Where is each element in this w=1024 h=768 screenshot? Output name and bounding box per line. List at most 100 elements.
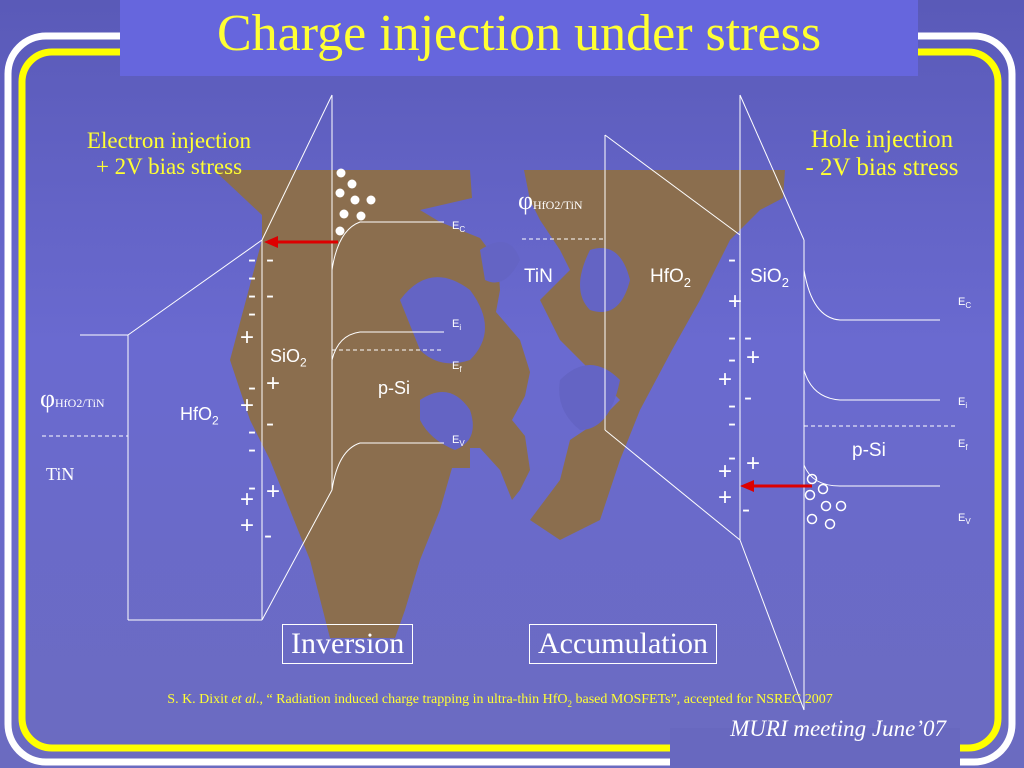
citation-author: S. K. Dixit (167, 692, 232, 707)
charge-minus: - (248, 436, 256, 463)
left-psi-label: p-Si (378, 378, 411, 398)
charge-plus: + (718, 484, 733, 511)
ev-text: E (452, 434, 460, 446)
left-phi-label: φHfO2/TiN (40, 384, 105, 414)
sio2-text: SiO (270, 346, 301, 366)
charge-minus: - (248, 474, 256, 501)
charge-plus: + (240, 392, 255, 419)
citation-etal: et al (231, 692, 256, 707)
left-heading: Electron injection + 2V bias stress (66, 128, 272, 180)
charge-minus: - (744, 384, 752, 411)
charge-minus: - (728, 324, 736, 351)
citation-text: ., “ Radiation induced charge trapping i… (255, 692, 568, 707)
title-bar (120, 0, 918, 76)
charge-plus: + (746, 450, 761, 477)
ei-text: E (452, 318, 460, 330)
phi-symbol: φ (518, 186, 534, 215)
charge-minus: - (728, 346, 736, 373)
right-heading-line2: - 2V bias stress (805, 154, 959, 181)
ec-text: E (958, 296, 966, 308)
right-ei-label: Ei (958, 396, 967, 410)
electron-arrow (264, 236, 338, 248)
charge-minus: - (248, 300, 256, 327)
charge-minus: - (728, 392, 736, 419)
charge-minus: - (248, 374, 256, 401)
ei-text: E (958, 396, 966, 408)
sio2-text: SiO (750, 266, 782, 287)
hfo2-subscript: 2 (683, 274, 692, 290)
charge-plus: + (266, 478, 281, 505)
charge-minus: - (248, 246, 256, 273)
accumulation-label: Accumulation (529, 624, 717, 664)
right-tin-label: TiN (524, 266, 553, 287)
phi-subscript: HfO2/TiN (55, 396, 105, 410)
left-ec-label: EC (452, 220, 465, 234)
hfo2-subscript: 2 (212, 413, 219, 428)
hfo2-text: HfO (180, 404, 213, 424)
right-sio2-label: SiO2 (750, 266, 789, 290)
charge-minus: - (266, 246, 274, 273)
hole-circles (804, 473, 847, 530)
electron-dots (335, 168, 376, 236)
hfo2-text: HfO (650, 266, 684, 287)
ef-subscript: f (459, 365, 462, 375)
right-ev-label: EV (958, 512, 971, 526)
left-ev-label: EV (452, 434, 465, 448)
charge-minus: - (728, 444, 736, 471)
ev-subscript: V (965, 517, 971, 527)
right-ec-label: EC (958, 296, 971, 310)
charge-minus: - (266, 410, 274, 437)
ef-text: E (958, 438, 966, 450)
right-hfo2-label: HfO2 (650, 266, 691, 290)
right-phi-label: φHfO2/TiN (518, 186, 583, 216)
hole-arrow (740, 480, 812, 492)
charge-plus: + (718, 458, 733, 485)
ec-text: E (452, 220, 460, 232)
charge-minus: - (248, 418, 256, 445)
charge-minus: - (728, 246, 736, 273)
left-ef-label: Ef (452, 360, 462, 374)
charge-minus: - (728, 410, 736, 437)
left-hfo2-label: HfO2 (180, 404, 219, 428)
ev-subscript: V (459, 439, 465, 449)
ei-subscript: i (965, 401, 968, 411)
v-emblem (214, 170, 785, 638)
right-heading-line1: Hole injection (810, 126, 954, 153)
charge-plus: + (746, 344, 761, 371)
charge-plus: + (266, 370, 281, 397)
ei-subscript: i (459, 323, 462, 333)
slide-title: Charge injection under stress (216, 5, 822, 62)
citation: S. K. Dixit et al., “ Radiation induced … (0, 692, 1000, 709)
ec-subscript: C (459, 225, 466, 235)
inversion-label: Inversion (282, 624, 414, 664)
right-heading: Hole injection - 2V bias stress (782, 126, 982, 182)
citation-subscript: 2 (567, 698, 573, 709)
left-tin-label: TiN (46, 464, 75, 484)
ec-subscript: C (965, 301, 972, 311)
charge-minus: - (248, 282, 256, 309)
sio2-subscript: 2 (300, 355, 307, 370)
citation-text-end: based MOSFETs”, accepted for NSREC 2007 (572, 692, 833, 707)
charge-plus: + (728, 288, 743, 315)
sio2-subscript: 2 (781, 274, 789, 290)
charge-minus: - (744, 324, 752, 351)
charge-plus: + (240, 324, 255, 351)
charge-minus: - (264, 522, 272, 549)
phi-subscript: HfO2/TiN (533, 198, 583, 212)
charge-plus: + (718, 366, 733, 393)
charge-plus: + (240, 486, 255, 513)
charge-minus: - (742, 496, 750, 523)
ef-subscript: f (965, 443, 968, 453)
charge-plus: + (240, 512, 255, 539)
left-heading-line2: + 2V bias stress (95, 154, 243, 179)
ev-text: E (958, 512, 966, 524)
right-psi-label: p-Si (852, 440, 886, 461)
right-ef-label: Ef (958, 438, 968, 452)
charge-minus: - (266, 282, 274, 309)
phi-symbol: φ (40, 384, 56, 413)
ef-text: E (452, 360, 460, 372)
left-sio2-label: SiO2 (270, 346, 307, 370)
left-heading-line1: Electron injection (86, 128, 252, 153)
left-ei-label: Ei (452, 318, 461, 332)
